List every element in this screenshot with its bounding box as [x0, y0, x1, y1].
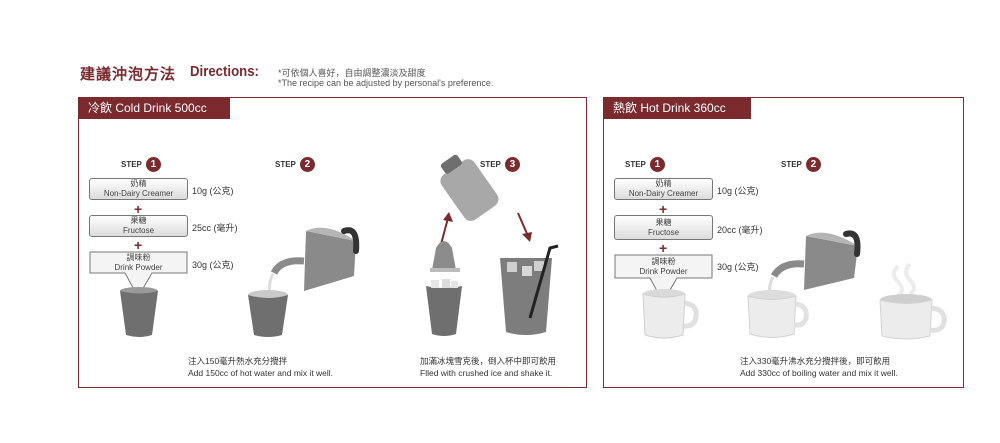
ingredient-zh: 果糖: [130, 216, 147, 225]
preference-note-zh: *可依個人喜好，自由調整濃淡及甜度: [278, 68, 426, 78]
hot-step-1: STEP 1: [625, 157, 665, 172]
step-number: 2: [805, 157, 821, 172]
ingredient-zh: 奶精: [655, 179, 672, 188]
ingredient-zh: 奶精: [130, 179, 147, 188]
cold-step3-caption-en: Flled with crushed ice and shake it.: [420, 368, 553, 378]
plus-sign: +: [659, 201, 668, 217]
page-title-zh: 建議沖泡方法: [80, 66, 177, 83]
hot-caption-zh: 注入330毫升沸水充分攪拌後，即可飲用: [740, 356, 891, 366]
step-number: 3: [504, 157, 520, 172]
plus-sign: +: [134, 201, 143, 217]
hot-amount-powder: 30g (公克): [717, 262, 759, 272]
ingredient-zh: 調味粉: [126, 252, 151, 262]
hot-drink-panel: [603, 97, 964, 388]
hot-drink-mug-icon: [879, 262, 947, 340]
page-title-en: Directions:: [190, 63, 259, 80]
cold-step2-caption-zh: 注入150毫升熱水充分攪拌: [188, 356, 288, 366]
cold-step-2: STEP 2: [275, 157, 315, 172]
cold-step2-caption-en: Add 150cc of hot water and mix it well.: [188, 368, 334, 378]
ingredient-en: Non-Dairy Creamer: [628, 189, 699, 198]
hot-ingredient-creamer: 奶精 Non-Dairy Creamer: [614, 178, 713, 200]
ingredient-en: Non-Dairy Creamer: [103, 189, 174, 198]
cold-cup-icon: [120, 287, 158, 337]
step-label: STEP: [781, 160, 802, 169]
hot-caption-en: Add 330cc of boiling water and mix it we…: [740, 368, 898, 378]
step-label: STEP: [275, 160, 296, 169]
amount-fructose: 25cc (毫升): [192, 223, 238, 233]
hot-kettle-pouring-icon: [747, 230, 861, 338]
amount-creamer: 10g (公克): [192, 186, 234, 196]
ingredient-en: Drink Powder: [639, 266, 688, 276]
ingredient-zh: 調味粉: [651, 256, 676, 266]
hot-amount-fructose: 20cc (毫升): [717, 225, 763, 235]
amount-powder: 30g (公克): [192, 260, 234, 270]
preference-note-en: *The recipe can be adjusted by personal'…: [278, 78, 494, 88]
cold-step3-caption-zh: 加滿冰塊雪克後，倒入杯中即可飲用: [420, 356, 557, 366]
ingredient-zh: 果糖: [655, 217, 672, 227]
ingredient-en: Fructose: [647, 227, 680, 237]
shaker-and-glass-icon: [426, 154, 559, 336]
step-label: STEP: [480, 160, 501, 169]
cold-step-1: STEP 1: [121, 157, 161, 172]
ingredient-en: Drink Powder: [114, 262, 163, 272]
plus-sign: +: [659, 240, 668, 256]
hot-mug-icon: [642, 289, 699, 339]
ingredient-creamer: 奶精 Non-Dairy Creamer: [89, 178, 188, 200]
ingredient-fructose: 果糖 Fructose: [89, 215, 188, 237]
ingredient-powder: 調味粉 Drink Powder: [90, 252, 187, 273]
step-label: STEP: [625, 160, 646, 169]
powder-funnel-shape: [89, 251, 188, 299]
cold-drink-panel: [78, 97, 587, 388]
step-number: 1: [649, 157, 665, 172]
plus-sign: +: [134, 237, 143, 253]
hot-amount-creamer: 10g (公克): [717, 186, 759, 196]
step-label: STEP: [121, 160, 142, 169]
hot-step-2: STEP 2: [781, 157, 821, 172]
hot-ingredient-fructose: 果糖 Fructose: [614, 215, 713, 240]
kettle-pouring-icon: [248, 227, 360, 337]
step-number: 1: [145, 157, 161, 172]
ingredient-en: Fructose: [122, 226, 155, 235]
hot-drink-tab: 熱飲 Hot Drink 360cc: [603, 97, 751, 119]
step-number: 2: [299, 157, 315, 172]
cold-step-3: STEP 3: [480, 157, 520, 172]
hot-ingredient-powder: 調味粉 Drink Powder: [615, 255, 712, 278]
cold-drink-tab: 冷飲 Cold Drink 500cc: [78, 97, 230, 119]
